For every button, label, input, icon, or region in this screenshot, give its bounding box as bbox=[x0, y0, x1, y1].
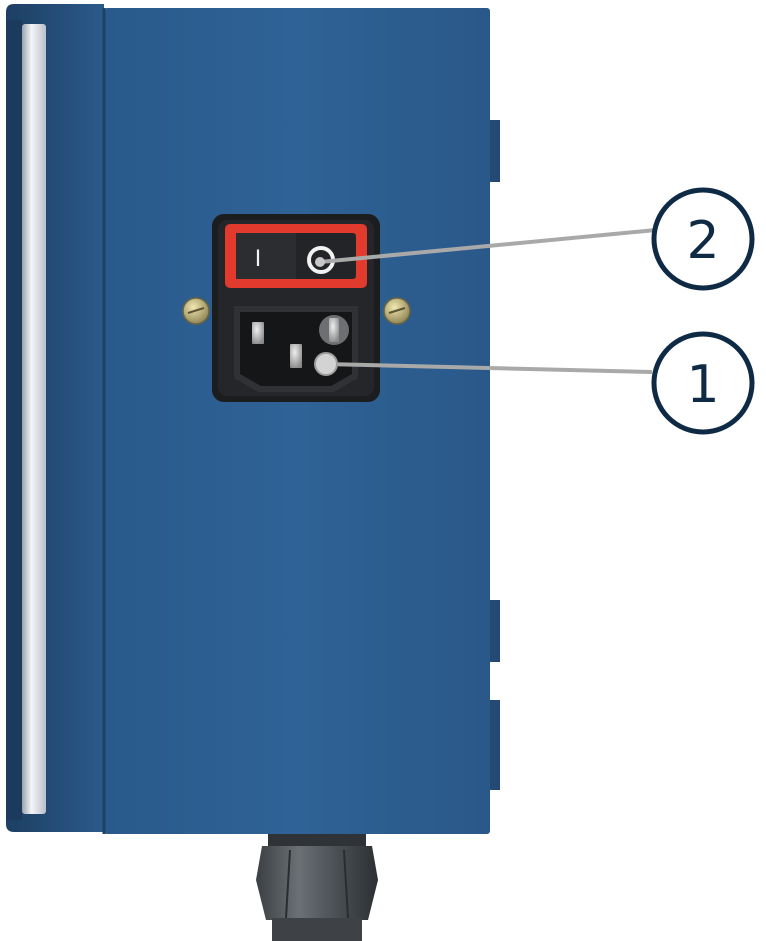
callout-number-2: 2 bbox=[686, 211, 719, 271]
mounting-screw-left bbox=[182, 297, 210, 325]
callout-number-1: 1 bbox=[686, 355, 719, 415]
callout-badge-1: 1 bbox=[651, 331, 755, 435]
callout-leader-2 bbox=[319, 228, 657, 264]
housing-face bbox=[102, 8, 500, 834]
side-panel bbox=[6, 4, 104, 832]
power-inlet[interactable] bbox=[234, 306, 358, 392]
callout-leader-1 bbox=[325, 362, 653, 374]
mounting-screw-right bbox=[383, 297, 411, 325]
cable-gland bbox=[256, 830, 378, 941]
callout-badge-2: 2 bbox=[651, 187, 755, 291]
switch-on-mark: I bbox=[255, 247, 262, 272]
inlet-pin-line bbox=[252, 322, 264, 344]
callout-anchor-1 bbox=[314, 352, 338, 376]
callout-anchor-2 bbox=[315, 257, 325, 267]
power-switch[interactable]: I bbox=[225, 224, 367, 288]
inlet-pin-neutral bbox=[290, 344, 302, 368]
